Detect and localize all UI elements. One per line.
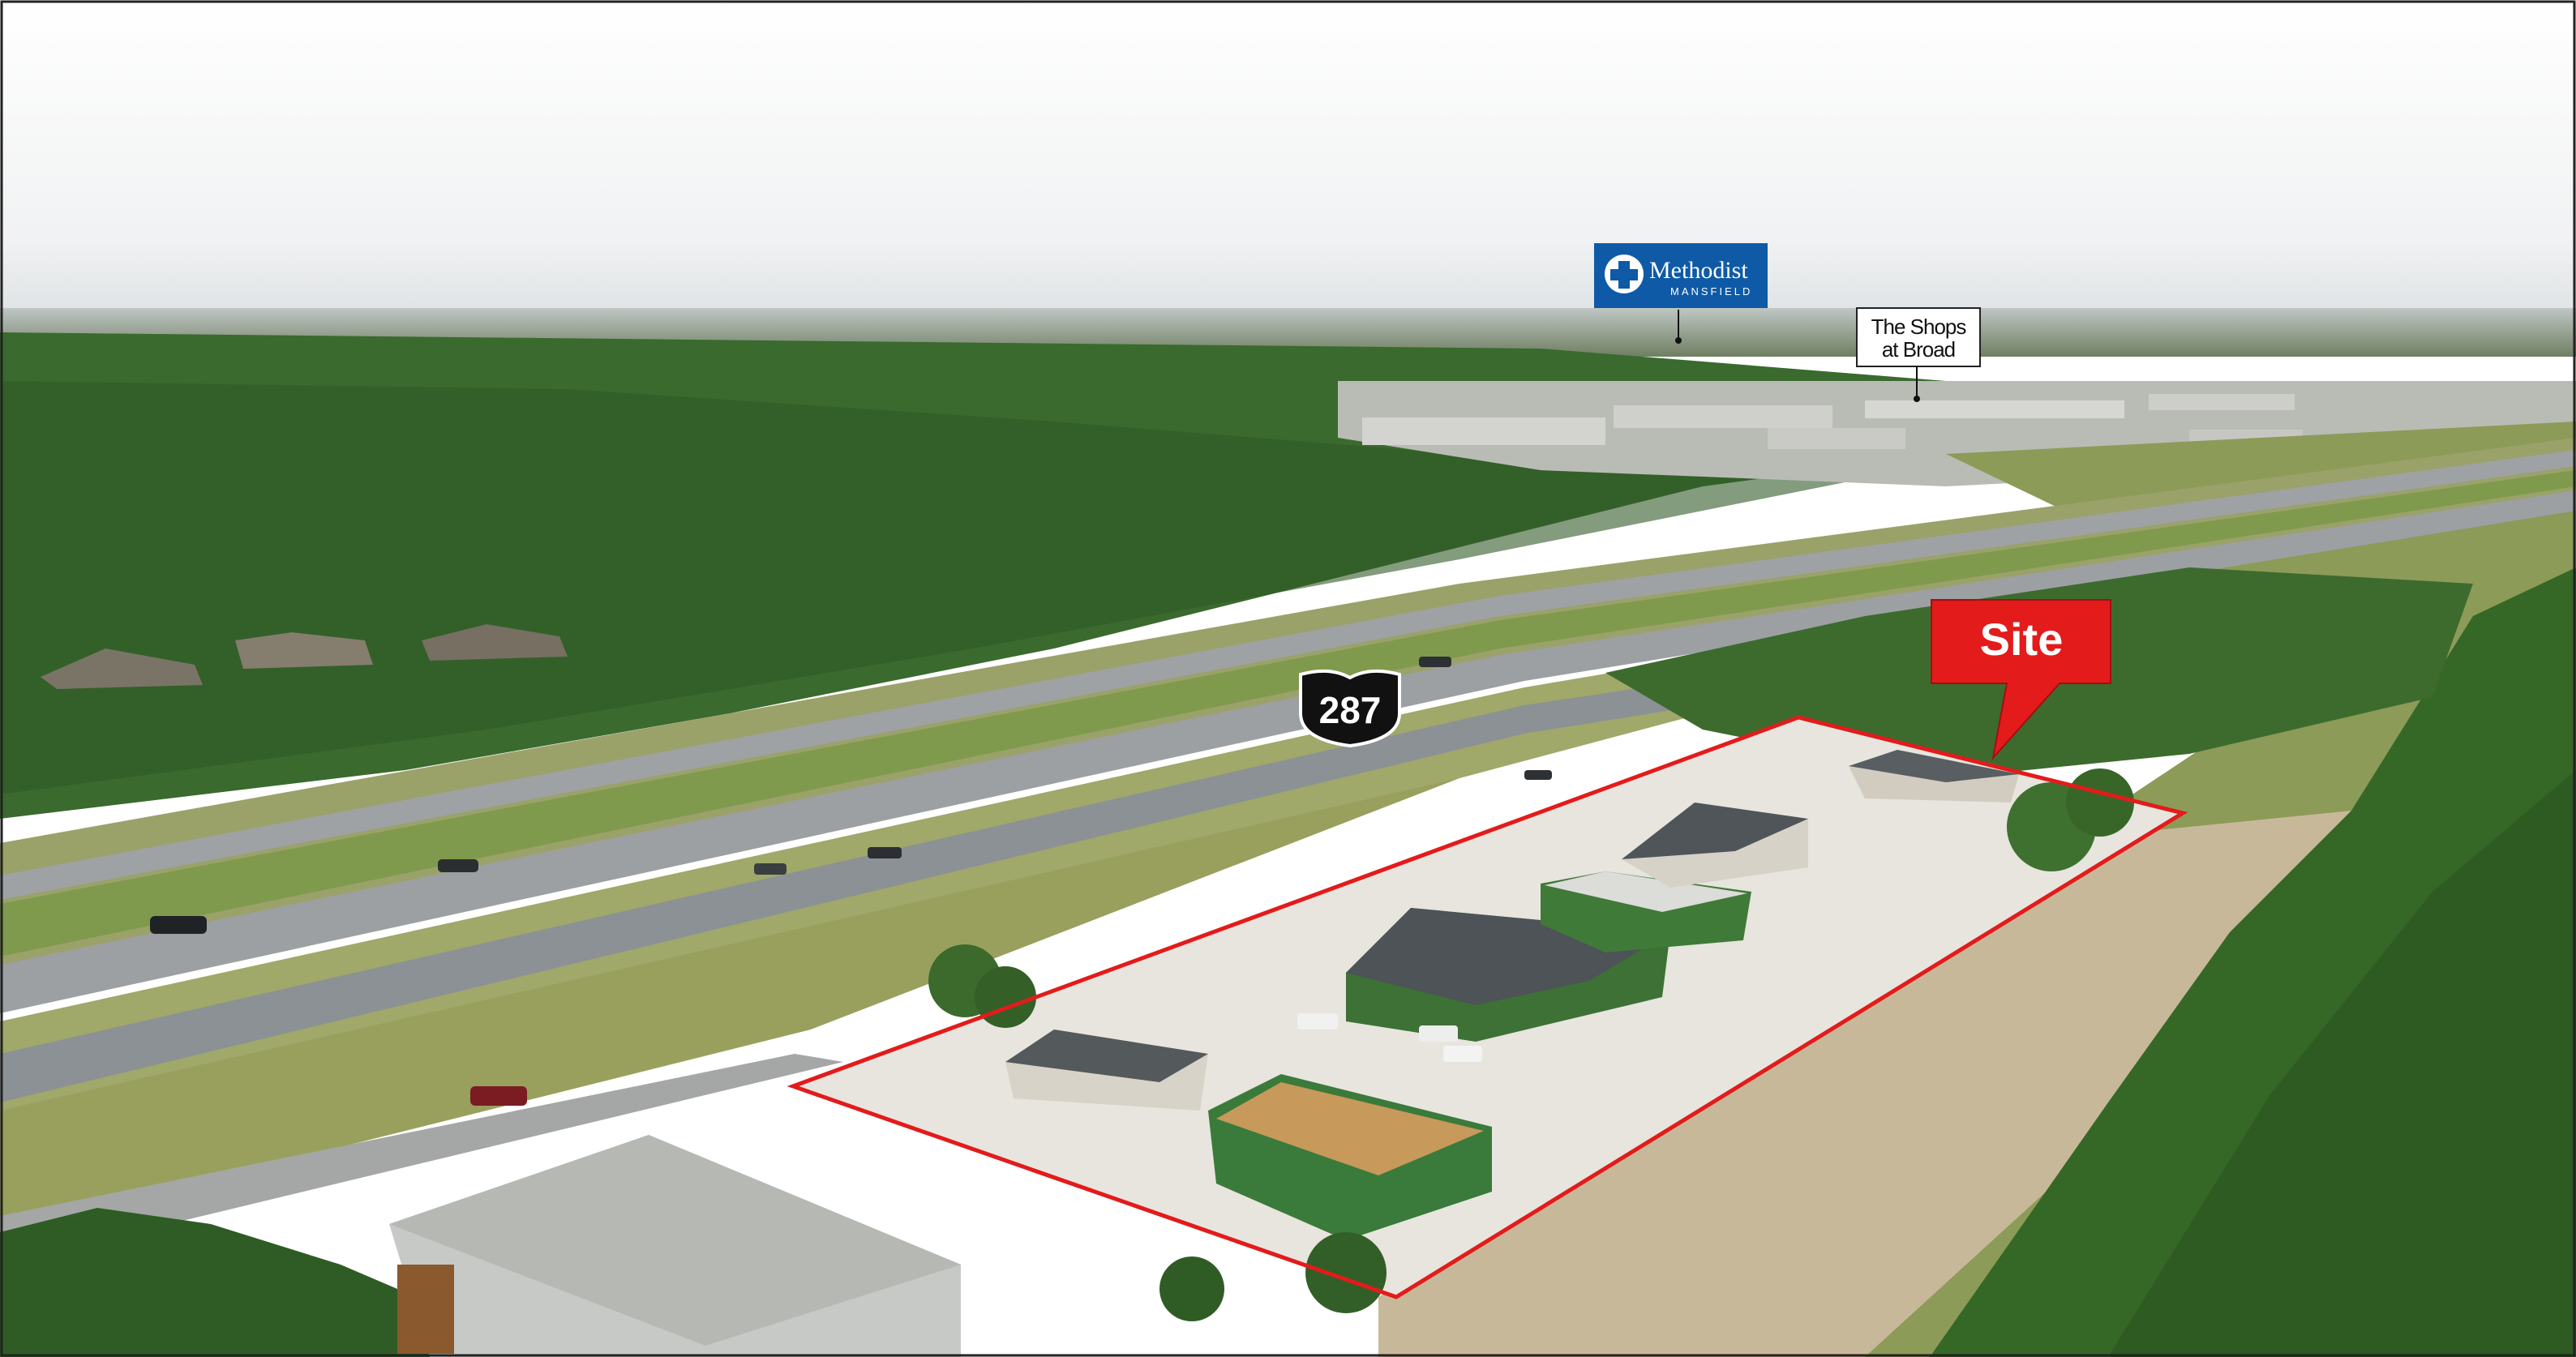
vehicles — [150, 657, 1552, 1106]
trees-bottom-left — [0, 1208, 486, 1357]
service-road — [0, 1054, 843, 1265]
shops-sign — [1856, 307, 1981, 367]
shops-line1: The Shops — [1871, 315, 1967, 339]
methodist-sub: MANSFIELD — [1670, 285, 1752, 298]
forest-left-shade — [0, 381, 1865, 794]
methodist-cross-shape — [1610, 261, 1638, 289]
site-trees — [928, 768, 2134, 1321]
highway-median — [0, 470, 2576, 957]
highway-lane-north — [0, 450, 2576, 900]
methodist-label: Methodist MANSFIELD — [1594, 243, 1768, 344]
us-highway-shield-icon — [1299, 669, 1401, 748]
dirt-area — [1378, 811, 2351, 1357]
shops-line2: at Broad — [1882, 337, 1955, 362]
site-callout-text: Site — [1980, 614, 2064, 665]
route-number: 287 — [1319, 689, 1382, 731]
site-boundary — [787, 715, 2188, 1299]
shops-label: The Shops at Broad — [1856, 307, 1981, 402]
retail-buildings — [1362, 394, 2303, 449]
site-callout: Site — [1931, 599, 2111, 761]
methodist-pointer-dot — [1675, 337, 1682, 344]
site-buildings — [1005, 750, 2019, 1240]
shops-pointer-dot — [1914, 396, 1920, 402]
methodist-name: Methodist — [1649, 257, 1748, 284]
site-callout-box — [1931, 599, 2111, 761]
sky — [0, 0, 2576, 316]
warehouse — [389, 1135, 961, 1357]
houses-left — [41, 624, 568, 689]
frontage-grass — [0, 778, 1459, 1232]
route-label: 287 — [1299, 669, 1401, 748]
forest-right-shade — [2108, 770, 2576, 1357]
highway-lane-south — [0, 490, 2576, 1013]
